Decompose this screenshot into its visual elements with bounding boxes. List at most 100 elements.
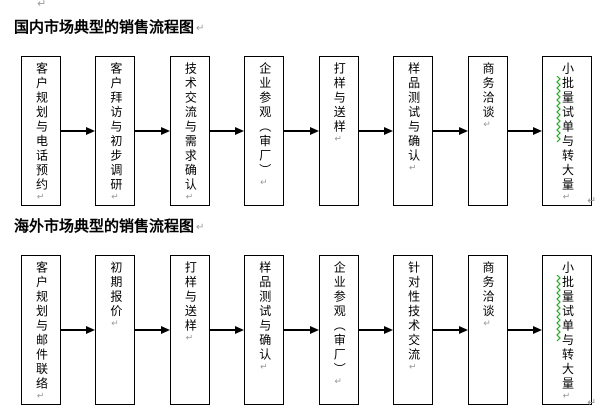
paragraph-mark: ↵ [259,178,270,188]
paragraph-mark: ↵ [483,120,494,130]
arrow-shaft [135,329,163,331]
arrow-head-icon [384,127,394,135]
flow-step-box: 企业参观（审厂）↵ [318,255,359,405]
flow-step-box: 技术交流与需求确认↵ [169,56,210,206]
arrow-head-icon [86,127,96,135]
paragraph-mark: ↵ [185,333,196,344]
flow-step-box: 客户规划与邮件联络↵ [21,255,61,405]
paragraph-mark: ↵ [259,362,270,373]
paragraph-mark: ↵ [36,192,47,203]
arrow-shaft [209,130,238,132]
flow-step-label: 针对性技术交流↵ [406,261,421,373]
flow-step-label: 样品测试与确认↵ [406,62,421,174]
arrow-shaft [507,329,535,331]
flow-step-box: 小批量试单与转大量↵ [541,255,592,405]
flow-step-label: 技术交流与需求确认↵ [183,62,198,203]
arrow-shaft [61,329,89,331]
paragraph-mark: ↵ [196,222,205,233]
flow-step-box: 样品测试与确认↵ [244,255,285,405]
flow-arrow-right [284,255,319,405]
paragraph-mark: ↵ [587,397,597,409]
flow-step-label: 商务洽谈↵ [481,261,496,329]
flow-step-label: 客户规划与电话预约↵ [34,62,49,203]
flow-arrow-right [507,56,542,206]
arrow-head-icon [384,326,394,334]
flow-arrow-right [209,56,245,206]
arrow-head-icon [532,326,542,334]
flow-arrow-right [433,255,468,405]
flow-arrow-right [507,255,542,405]
flow-step-box: 针对性技术交流↵ [393,255,434,405]
paragraph-mark: ↵ [37,0,47,10]
arrow-shaft [284,329,312,331]
paragraph-mark: ↵ [110,319,121,329]
flow-step-box: 初期报价↵ [95,255,136,405]
arrow-head-icon [309,127,319,135]
arrow-head-icon [86,326,96,334]
flow-step-box: 样品测试与确认↵ [393,56,434,206]
flow-step-box: 客户拜访与初步调研↵ [95,56,136,206]
paragraph-mark: ↵ [110,192,121,203]
flow-title-overseas: 海外市场典型的销售流程图↵ [14,219,204,236]
flow-step-label: 打样与送样↵ [332,62,347,145]
flow-step-label: 客户拜访与初步调研↵ [108,62,123,203]
arrow-shaft [507,130,535,132]
flow-row-domestic: 客户规划与电话预约↵ 客户拜访与初步调研↵ 技术交流与需求确认↵ 企业参观（审厂）↵ 打… [21,56,592,206]
paragraph-mark: ↵ [562,391,573,402]
flow-step-box: 小批量试单与转大量↵ [541,56,592,206]
paragraph-mark: ↵ [334,377,345,387]
flow-arrow-right [358,255,394,405]
flow-arrow-right [433,56,468,206]
flow-arrow-right [135,56,170,206]
flow-step-label: 样品测试与确认↵ [257,261,272,373]
arrow-shaft [61,130,89,132]
arrow-head-icon [160,127,170,135]
arrow-head-icon [458,127,468,135]
arrow-head-icon [458,326,468,334]
paragraph-mark: ↵ [36,391,47,402]
arrow-shaft [135,130,163,132]
arrow-head-icon [309,326,319,334]
flow-step-box: 企业参观（审厂）↵ [244,56,285,206]
flow-row-overseas: 客户规划与邮件联络↵ 初期报价↵ 打样与送样↵ 样品测试与确认↵ 企业参观（审厂）↵ 针对… [21,255,592,405]
paragraph-mark: ↵ [587,195,597,207]
spellcheck-squiggle [556,275,561,342]
arrow-head-icon [235,127,245,135]
arrow-shaft [433,130,461,132]
paragraph-mark: ↵ [196,23,205,34]
arrow-head-icon [532,127,542,135]
flow-arrow-right [61,56,96,206]
arrow-head-icon [235,326,245,334]
flow-step-label: 企业参观（审厂）↵ [257,62,272,188]
flow-step-box: 商务洽谈↵ [467,255,508,405]
flow-arrow-right [284,56,319,206]
flow-arrow-right [209,255,245,405]
paragraph-mark: ↵ [408,362,419,373]
flow-step-label: 企业参观（审厂）↵ [332,261,347,387]
paragraph-mark: ↵ [562,192,573,203]
flow-title-text: 海外市场典型的销售流程图 [14,218,195,235]
flow-step-label: 打样与送样↵ [183,261,198,344]
flow-step-box: 打样与送样↵ [169,255,210,405]
paragraph-mark: ↵ [185,192,196,203]
arrow-shaft [284,130,312,132]
flow-arrow-right [358,56,394,206]
arrow-shaft [433,329,461,331]
paragraph-mark: ↵ [334,134,345,145]
flow-arrow-right [135,255,170,405]
flow-step-label: 商务洽谈↵ [481,62,496,130]
arrow-shaft [209,329,238,331]
arrow-shaft [358,130,387,132]
flow-title-domestic: 国内市场典型的销售流程图↵ [14,20,204,37]
paragraph-mark: ↵ [483,319,494,329]
flow-step-label: 小批量试单与转大量↵ [560,62,575,203]
flow-arrow-right [61,255,96,405]
flow-step-label: 初期报价↵ [108,261,123,329]
flow-step-label: 小批量试单与转大量↵ [560,261,575,402]
flow-step-label: 客户规划与邮件联络↵ [34,261,49,402]
arrow-head-icon [160,326,170,334]
flow-step-box: 商务洽谈↵ [467,56,508,206]
flow-step-box: 客户规划与电话预约↵ [21,56,61,206]
paragraph-mark: ↵ [408,163,419,174]
